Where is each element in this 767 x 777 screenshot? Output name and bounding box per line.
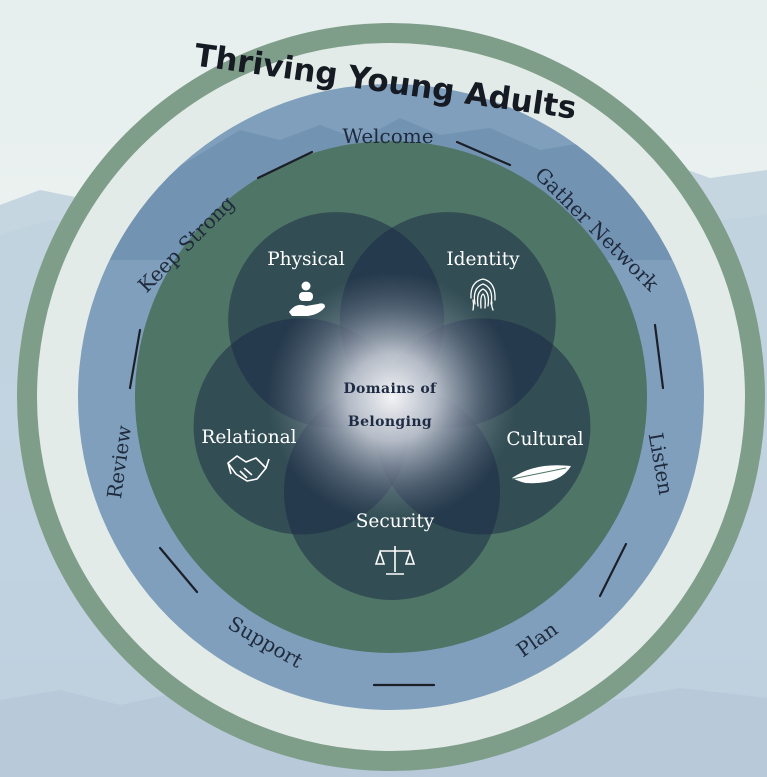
feather-icon xyxy=(511,465,571,484)
fingerprint-icon xyxy=(470,278,496,311)
separator-dash xyxy=(598,542,628,598)
separator-dash xyxy=(128,328,142,390)
center-label-line1: Domains of xyxy=(344,381,438,397)
center-label-line2: Belonging xyxy=(348,414,432,430)
center-glow xyxy=(267,272,517,522)
domain-labels: Physical Identity Cultural Security Rela… xyxy=(201,249,583,532)
separator-dash xyxy=(158,546,199,594)
separator-dash xyxy=(653,323,665,390)
handshake-icon xyxy=(227,455,270,482)
domain-label-relational: Relational xyxy=(201,427,296,448)
scales-of-justice-icon xyxy=(374,546,416,575)
step-welcome: Welcome xyxy=(342,124,433,148)
domain-label-security: Security xyxy=(356,511,435,532)
band-separators xyxy=(128,140,665,687)
domain-label-cultural: Cultural xyxy=(506,429,583,450)
separator-dash xyxy=(455,140,512,167)
hand-holding-person-icon xyxy=(289,281,325,316)
domain-label-physical: Physical xyxy=(267,249,345,270)
domain-label-identity: Identity xyxy=(446,249,520,270)
separator-dash xyxy=(256,150,314,180)
